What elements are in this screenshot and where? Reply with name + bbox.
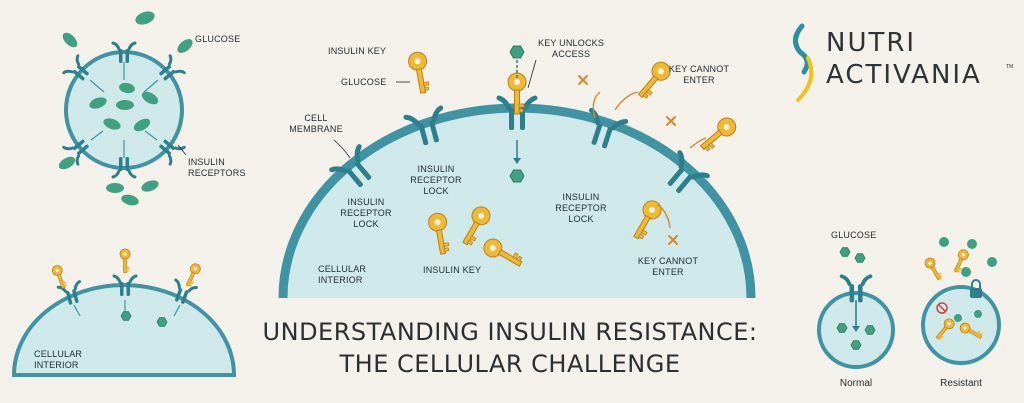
brand-trademark: TM (1006, 64, 1014, 70)
main-cell (278, 45, 756, 299)
label-glucose-compare: GLUCOSE (831, 230, 877, 240)
resistant-cell (921, 237, 1001, 365)
normal-cell (817, 247, 895, 369)
label-insulin-key-bottom: INSULIN KEY (423, 265, 482, 275)
glucose-molecules (58, 11, 193, 206)
label-insulin-key-top: INSULIN KEY (328, 46, 387, 56)
cell-detail-left (11, 248, 237, 377)
page-title-line2: THE CELLULAR CHALLENGE (339, 350, 681, 378)
label-glucose-main: GLUCOSE (341, 77, 387, 87)
label-resistant: Resistant (940, 378, 982, 389)
brand-name-line1: NUTRI (826, 28, 917, 58)
brand-name-line2: ACTIVANIA (826, 60, 982, 90)
page-title-line1: UNDERSTANDING INSULIN RESISTANCE: (262, 318, 758, 346)
label-normal: Normal (839, 378, 873, 389)
insulin-key-large (406, 50, 433, 95)
receptor-pointer (177, 144, 187, 156)
cell-overview (58, 11, 193, 206)
inward-arrows (89, 62, 159, 158)
label-glucose-overview: GLUCOSE (195, 34, 241, 44)
brand-logo-mark (793, 23, 814, 102)
